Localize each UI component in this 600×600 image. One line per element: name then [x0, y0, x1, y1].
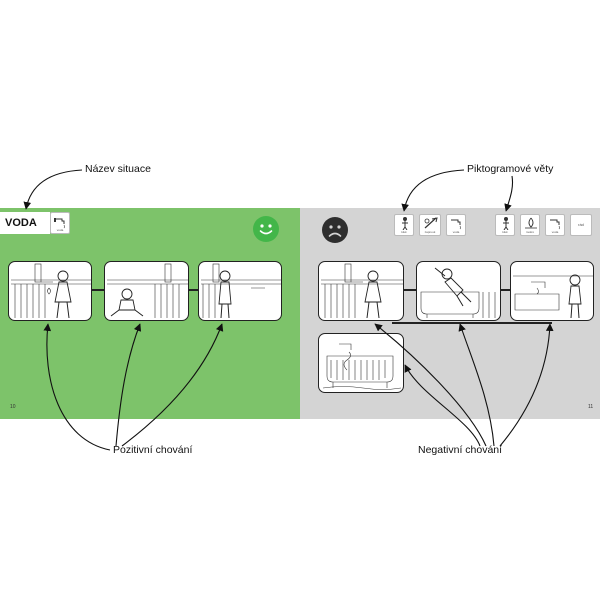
title-pictogram: voda: [50, 212, 70, 234]
arrow-pictogram-2: [504, 175, 514, 212]
picto-r1-2: zapnout: [419, 214, 441, 236]
negative-behavior-label: Negativní chování: [418, 444, 503, 456]
picto-r2-4-caption: rád: [578, 222, 584, 227]
picto-r1-1-caption: kluk: [401, 230, 407, 234]
turn-on-icon: [424, 217, 438, 229]
picto-r2-2: mokro: [520, 214, 540, 236]
title-picto-caption: voda: [56, 228, 64, 232]
flooded-tub-illustration: [322, 343, 402, 390]
boy-at-faucet-illustration: [321, 263, 403, 319]
panel-connector: [402, 289, 418, 291]
sad-face-icon: [322, 217, 348, 243]
positive-panel-3: [198, 261, 282, 321]
arrow-situation-name: [23, 169, 83, 210]
panel-connector: [187, 289, 199, 291]
faucet-icon: [451, 219, 461, 230]
picto-r2-1: kluk: [495, 214, 515, 236]
picto-r2-3-caption: voda: [551, 230, 559, 234]
arrow-pictogram-1: [401, 169, 465, 212]
negative-panel-1: [318, 261, 404, 321]
boy-icon: [402, 217, 408, 230]
picto-r2-2-caption: mokro: [525, 230, 535, 234]
picto-r1-2-caption: zapnout: [424, 230, 436, 234]
wet-icon: [525, 217, 537, 229]
positive-behavior-label: Pozitivní chování: [113, 444, 193, 456]
situation-title: VODA: [0, 212, 50, 234]
faucet-icon: [550, 219, 560, 230]
smiley-face-icon: [253, 216, 279, 242]
picto-r1-3: voda: [446, 214, 466, 236]
faucet-icon: [54, 218, 65, 229]
situation-title-text: VODA: [5, 217, 37, 229]
boy-by-overflowing-tub-illustration: [513, 274, 593, 319]
picto-r2-4: rád: [570, 214, 592, 236]
boy-climbing-tub-illustration: [420, 267, 496, 318]
panel-connector: [90, 289, 106, 291]
picto-r1-3-caption: voda: [452, 230, 460, 234]
boy-standing-illustration: [201, 263, 281, 319]
picto-r1-1: kluk: [394, 214, 414, 236]
pictogram-sentences-label: Piktogramové věty: [467, 163, 554, 175]
situation-name-label: Název situace: [85, 163, 151, 175]
picto-r2-1-caption: kluk: [502, 230, 508, 234]
picto-r2-3: voda: [545, 214, 565, 236]
boy-at-sink-illustration: [11, 263, 91, 319]
negative-panel-3: [510, 261, 594, 321]
panel-connector: [499, 289, 511, 291]
left-page-number: 10: [10, 404, 16, 410]
panel-connector: [392, 322, 552, 324]
boy-icon: [503, 217, 509, 230]
negative-panel-4: [318, 333, 404, 393]
boy-sitting-illustration: [107, 263, 188, 318]
positive-panel-1: [8, 261, 92, 321]
positive-panel-2: [104, 261, 189, 321]
negative-panel-2: [416, 261, 501, 321]
right-page-number: 11: [588, 404, 594, 410]
